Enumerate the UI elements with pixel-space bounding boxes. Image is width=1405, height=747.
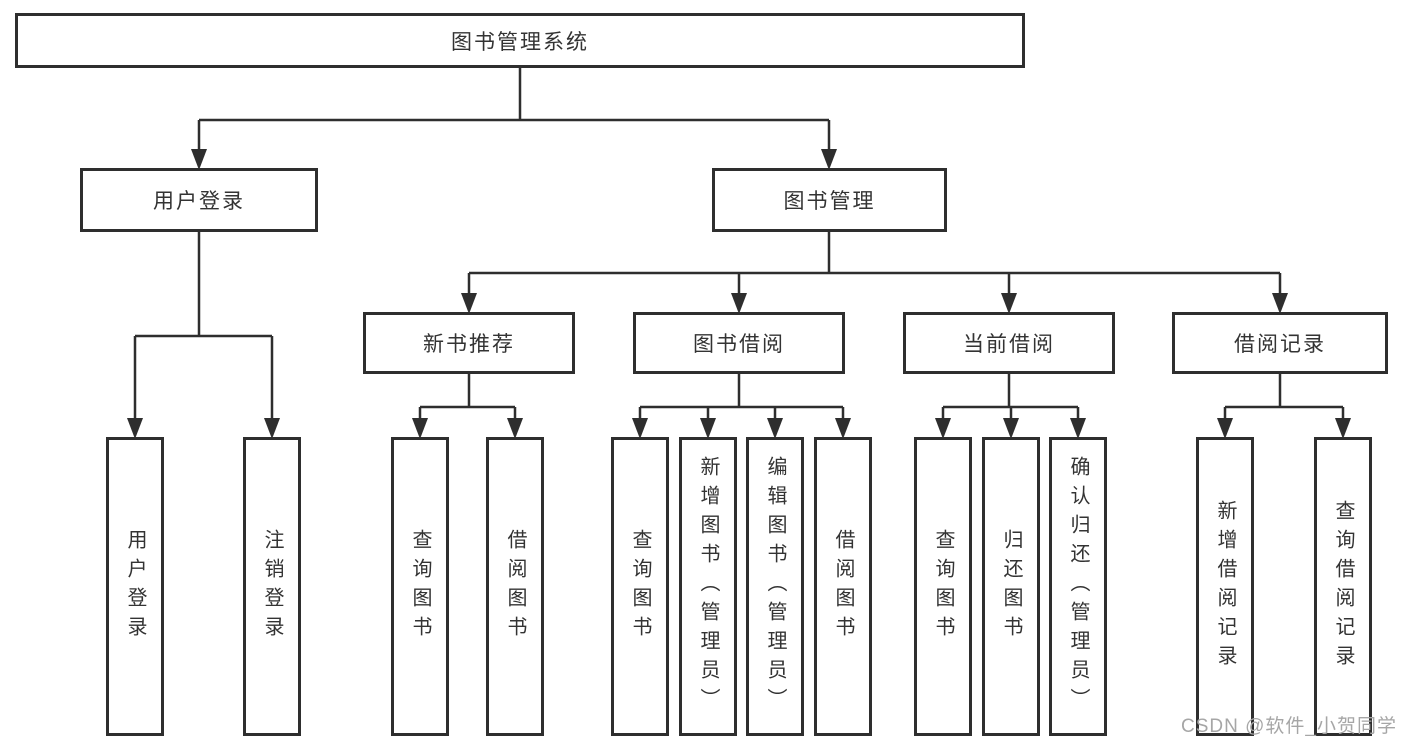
node-label: 查询借阅记录	[1332, 499, 1354, 674]
node-label: 图书管理	[783, 190, 876, 213]
node-label: 当前借阅	[963, 333, 1055, 356]
csdn-watermark: CSDN @软件_小贺同学	[1181, 716, 1397, 737]
leaf-borrow-books-2: 借阅图书	[814, 437, 872, 736]
node-label: 新增图书（管理员）	[697, 456, 719, 717]
node-book-management: 图书管理	[712, 168, 947, 232]
node-label: 新书推荐	[423, 333, 515, 356]
node-label: 新增借阅记录	[1214, 499, 1236, 674]
leaf-add-books-admin: 新增图书（管理员）	[679, 437, 737, 736]
node-borrowing-records: 借阅记录	[1172, 312, 1388, 374]
node-book-borrowing: 图书借阅	[633, 312, 845, 374]
node-label: 图书管理系统	[451, 30, 589, 54]
node-label: 确认归还（管理员）	[1067, 456, 1089, 717]
node-label: 查询图书	[932, 528, 954, 645]
node-current-borrowing: 当前借阅	[903, 312, 1115, 374]
node-label: 注销登录	[261, 528, 283, 645]
node-label: 归还图书	[1000, 528, 1022, 645]
node-label: 编辑图书（管理员）	[764, 456, 786, 717]
leaf-query-books-2: 查询图书	[611, 437, 669, 736]
node-root-library-system: 图书管理系统	[15, 13, 1025, 68]
leaf-query-books: 查询图书	[391, 437, 449, 736]
leaf-query-books-3: 查询图书	[914, 437, 972, 736]
node-label: 查询图书	[409, 528, 431, 645]
node-label: 借阅记录	[1234, 333, 1326, 356]
leaf-user-login: 用户登录	[106, 437, 164, 736]
node-label: 用户登录	[124, 528, 146, 645]
leaf-logout: 注销登录	[243, 437, 301, 736]
node-label: 用户登录	[153, 190, 245, 213]
leaf-borrow-books: 借阅图书	[486, 437, 544, 736]
node-label: 图书借阅	[693, 333, 785, 356]
node-label: 借阅图书	[832, 528, 854, 645]
node-new-book-recommendation: 新书推荐	[363, 312, 575, 374]
node-label: 借阅图书	[504, 528, 526, 645]
leaf-query-borrow-record: 查询借阅记录	[1314, 437, 1372, 736]
leaf-edit-books-admin: 编辑图书（管理员）	[746, 437, 804, 736]
leaf-add-borrow-record: 新增借阅记录	[1196, 437, 1254, 736]
leaf-confirm-return-admin: 确认归还（管理员）	[1049, 437, 1107, 736]
leaf-return-books: 归还图书	[982, 437, 1040, 736]
node-label: 查询图书	[629, 528, 651, 645]
node-user-login: 用户登录	[80, 168, 318, 232]
